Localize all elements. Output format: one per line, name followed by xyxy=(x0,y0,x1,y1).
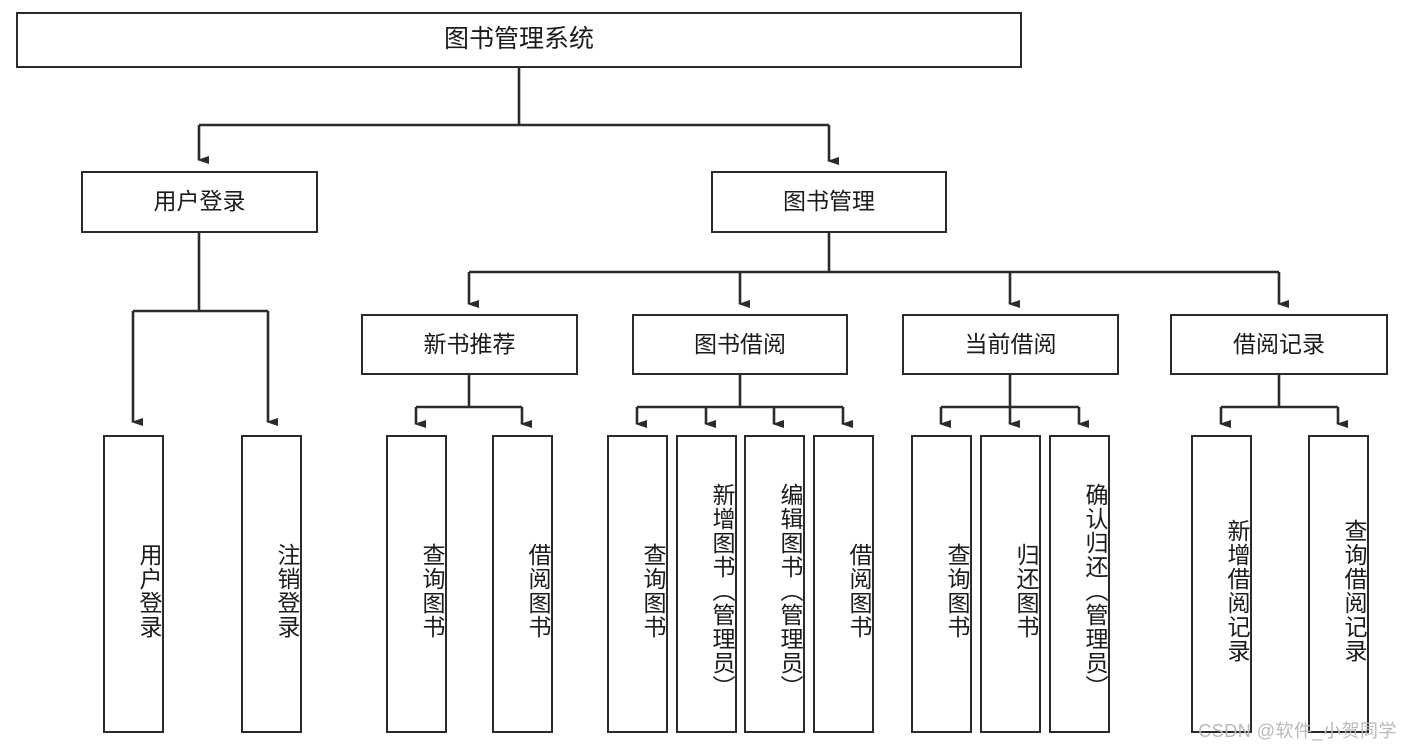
node-leaf-borrow-book-2[interactable]: 借阅图书 xyxy=(813,435,874,733)
node-label: 借阅记录 xyxy=(1233,330,1325,357)
node-label: 图书借阅 xyxy=(694,330,786,357)
node-borrow-record[interactable]: 借阅记录 xyxy=(1170,314,1388,375)
node-leaf-query-book-2[interactable]: 查询图书 xyxy=(607,435,668,733)
node-label: 借阅图书 xyxy=(525,543,551,639)
node-leaf-user-login[interactable]: 用户登录 xyxy=(103,435,164,733)
node-label: 用户登录 xyxy=(153,188,246,215)
node-user-login[interactable]: 用户登录 xyxy=(81,171,318,233)
node-leaf-logout-login[interactable]: 注销登录 xyxy=(241,435,302,733)
node-leaf-borrow-book-1[interactable]: 借阅图书 xyxy=(492,435,553,733)
node-new-book-recommend[interactable]: 新书推荐 xyxy=(361,314,578,375)
node-leaf-return-book[interactable]: 归还图书 xyxy=(980,435,1041,733)
node-label: 图书管理系统 xyxy=(443,25,594,54)
node-label: 借阅图书 xyxy=(846,543,872,639)
node-book-manage[interactable]: 图书管理 xyxy=(711,171,947,233)
node-leaf-query-record[interactable]: 查询借阅记录 xyxy=(1308,435,1369,733)
node-label: 查询图书 xyxy=(640,543,666,639)
node-label: 查询图书 xyxy=(419,543,445,639)
node-label: 新增借阅记录 xyxy=(1224,519,1250,663)
node-label: 查询借阅记录 xyxy=(1341,519,1367,663)
node-label: 查询图书 xyxy=(944,543,970,639)
node-leaf-confirm-return[interactable]: 确认归还（管理员） xyxy=(1049,435,1110,733)
node-label: 用户登录 xyxy=(136,543,162,639)
node-leaf-edit-book[interactable]: 编辑图书（管理员） xyxy=(744,435,805,733)
node-leaf-query-book-1[interactable]: 查询图书 xyxy=(386,435,447,733)
node-label: 图书管理 xyxy=(783,188,875,215)
node-label: 注销登录 xyxy=(274,543,300,639)
node-label: 编辑图书（管理员） xyxy=(777,483,803,699)
node-label: 归还图书 xyxy=(1013,543,1039,639)
node-label: 确认归还（管理员） xyxy=(1082,483,1108,699)
node-leaf-add-record[interactable]: 新增借阅记录 xyxy=(1191,435,1252,733)
node-label: 新增图书（管理员） xyxy=(709,483,735,699)
node-leaf-query-book-3[interactable]: 查询图书 xyxy=(911,435,972,733)
node-root-system[interactable]: 图书管理系统 xyxy=(16,12,1022,68)
node-label: 新书推荐 xyxy=(423,330,516,357)
node-book-borrow[interactable]: 图书借阅 xyxy=(632,314,848,375)
node-label: 当前借阅 xyxy=(964,330,1057,357)
watermark-text: CSDN @软件_小贺同学 xyxy=(1198,721,1397,741)
node-current-borrow[interactable]: 当前借阅 xyxy=(902,314,1119,375)
node-leaf-add-book[interactable]: 新增图书（管理员） xyxy=(676,435,737,733)
